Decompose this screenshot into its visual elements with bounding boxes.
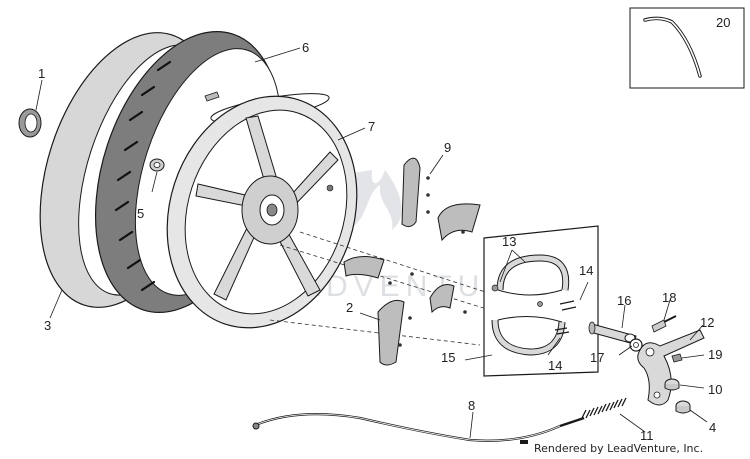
- callout-15: 15: [441, 350, 455, 365]
- wheel-rim-7: [166, 95, 358, 329]
- callout-20: 20: [716, 15, 730, 30]
- callout-12: 12: [700, 315, 714, 330]
- callout-19: 19: [708, 347, 722, 362]
- callout-5: 5: [137, 206, 144, 221]
- brake-shoe-assembly-15: [483, 225, 599, 377]
- callout-4: 4: [709, 420, 716, 435]
- callout-13: 13: [502, 234, 516, 249]
- brake-cam-16: [588, 321, 637, 345]
- leader-lines: [35, 47, 708, 439]
- callout-1: 1: [38, 66, 45, 81]
- callout-3: 3: [44, 318, 51, 333]
- rim-valve-stem: [204, 91, 220, 102]
- callout-16: 16: [617, 293, 631, 308]
- callout-14-upper: 14: [579, 263, 593, 278]
- callout-8: 8: [468, 398, 475, 413]
- pin-10: [664, 378, 680, 391]
- callout-2: 2: [346, 300, 353, 315]
- callout-labels: 1 2 3 4 5 6 7 8 9 10 11 12 13 14 14 15 1…: [38, 15, 730, 443]
- render-credit: Rendered by LeadVenture, Inc.: [534, 442, 703, 455]
- callout-17: 17: [590, 350, 604, 365]
- washer-17: [629, 338, 643, 352]
- bolt-18: [651, 315, 677, 333]
- inset-box-20: [629, 7, 745, 89]
- callout-10: 10: [708, 382, 722, 397]
- brake-pad-2: [343, 256, 467, 366]
- callout-6: 6: [302, 40, 309, 55]
- callout-14-lower: 14: [548, 358, 562, 373]
- brake-cable-8: [252, 413, 585, 444]
- ring-1: [18, 108, 42, 138]
- callout-7: 7: [368, 119, 375, 134]
- nut-4: [675, 400, 691, 414]
- spring-11: [581, 397, 627, 419]
- valve-5: [149, 158, 165, 172]
- callout-9: 9: [444, 140, 451, 155]
- brake-lever-12: [637, 329, 705, 406]
- callout-11: 11: [640, 428, 654, 443]
- callout-18: 18: [662, 290, 676, 305]
- brake-pad-9: [401, 157, 481, 242]
- nut-19: [671, 353, 683, 363]
